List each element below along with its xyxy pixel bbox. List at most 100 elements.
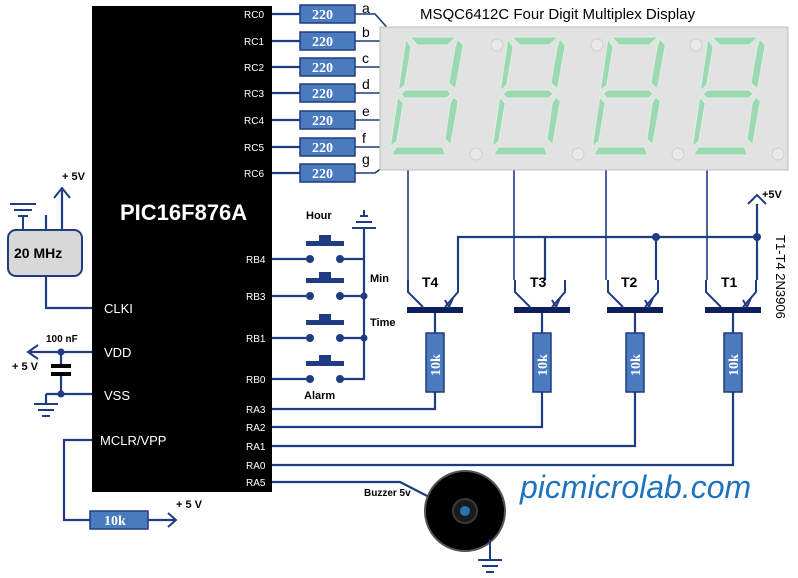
colon-dot [590, 38, 604, 52]
decimal-point [771, 147, 785, 161]
seven-segment-display: MSQC6412C Four Digit Multiplex Display [379, 6, 789, 171]
crystal-oscillator: 20 MHz + 5V [7, 171, 86, 277]
buzzer: Buzzer 5v [364, 470, 506, 573]
transistor-t2: T2 10k [607, 274, 663, 393]
button-label: Min [370, 273, 389, 285]
pin-rc3: RC3 [244, 89, 264, 100]
crystal-supply: + 5V [62, 171, 86, 183]
segment-e [389, 95, 404, 149]
decimal-point [571, 147, 585, 161]
button-time: Time [306, 314, 395, 342]
segment-label-b: b [362, 24, 370, 40]
digit-4 [691, 36, 766, 156]
pin-rb0: RB0 [246, 375, 266, 386]
pin-rc1: RC1 [244, 37, 264, 48]
resistor-g-value: 220 [312, 167, 333, 182]
pin-rb4: RB4 [246, 255, 266, 266]
buzzer-label: Buzzer 5v [364, 488, 411, 499]
segment-d [692, 146, 749, 156]
resistor-f-value: 220 [312, 141, 333, 156]
segment-b [448, 38, 464, 91]
resistor-a: 220 [299, 4, 356, 24]
resistor-d-value: 220 [312, 87, 333, 102]
segment-c [746, 96, 761, 147]
pin-ra0: RA0 [246, 461, 266, 472]
mcu-chip: PIC16F876A RC0 RC1 RC2 RC3 RC4 RC5 RC6 R… [92, 6, 272, 492]
decoupling-capacitor: 100 nF + 5 V [12, 334, 78, 417]
segment-e [591, 95, 606, 149]
button-label: Hour [306, 210, 332, 222]
segment-b [750, 38, 766, 91]
pin-rc2: RC2 [244, 63, 264, 74]
colon-dot [490, 38, 504, 52]
transistor-supply-arrow [747, 193, 767, 205]
button-min: Min [306, 272, 389, 300]
segment-d [492, 146, 549, 156]
pin-vss: VSS [104, 388, 130, 403]
segment-f [397, 37, 412, 93]
segment-c [444, 96, 459, 147]
digit-2 [491, 36, 566, 156]
button-label: Time [370, 317, 395, 329]
transistor-label: T4 [422, 274, 439, 290]
resistor-d: 220 [299, 83, 356, 103]
pin-rc0: RC0 [244, 10, 264, 21]
base-resistor-value: 10k [727, 354, 742, 376]
resistor-e-value: 220 [312, 114, 333, 129]
resistor-c-value: 220 [312, 61, 333, 76]
pin-rc4: RC4 [244, 116, 264, 127]
segment-label-g: g [362, 151, 370, 167]
junction-dot [360, 292, 368, 300]
transistor-note: T1-T4 2N3906 [773, 235, 788, 319]
segment-label-d: d [362, 76, 370, 92]
digit-1 [389, 36, 464, 156]
segment-label-c: c [362, 50, 369, 66]
vdd-arrow [26, 344, 39, 360]
mclr-supply: + 5 V [176, 499, 203, 511]
junction-dot [360, 334, 368, 342]
resistor-a-value: 220 [312, 8, 333, 23]
button-alarm: Alarm [304, 355, 344, 402]
segment-a [510, 36, 560, 46]
crystal-label: 20 MHz [14, 245, 62, 261]
segment-b [550, 38, 566, 91]
digit-3 [591, 36, 666, 156]
decimal-point [469, 147, 483, 161]
segment-d [592, 146, 649, 156]
mclr-supply-arrow [167, 512, 178, 528]
pin-rb1: RB1 [246, 334, 266, 345]
pin-vdd: VDD [104, 345, 131, 360]
segment-label-e: e [362, 103, 370, 119]
base-resistor-value: 10k [629, 354, 644, 376]
segment-label-f: f [362, 130, 366, 146]
resistor-f: 220 [299, 137, 356, 157]
segment-f [499, 37, 514, 93]
transistor-label: T3 [530, 274, 547, 290]
segment-d [390, 146, 447, 156]
pin-ra2: RA2 [246, 423, 266, 434]
display-digits [389, 36, 785, 161]
segment-a [610, 36, 660, 46]
base-resistor [532, 332, 552, 393]
transistor-label: T2 [621, 274, 638, 290]
button-hour: Hour [306, 210, 344, 263]
cap-supply: + 5 V [12, 361, 39, 373]
button-ground-icon [352, 210, 376, 229]
resistor-b-value: 220 [312, 35, 333, 50]
pin-rc6: RC6 [244, 169, 264, 180]
colon-dot [689, 38, 703, 52]
base-resistor [425, 332, 445, 393]
pin-ra3: RA3 [246, 405, 266, 416]
segment-a [710, 36, 760, 46]
segment-g [602, 89, 654, 99]
resistor-g: 220 [299, 163, 356, 183]
cap-label: 100 nF [46, 334, 78, 345]
resistor-b: 220 [299, 31, 356, 51]
watermark: picmicrolab.com [519, 469, 751, 505]
